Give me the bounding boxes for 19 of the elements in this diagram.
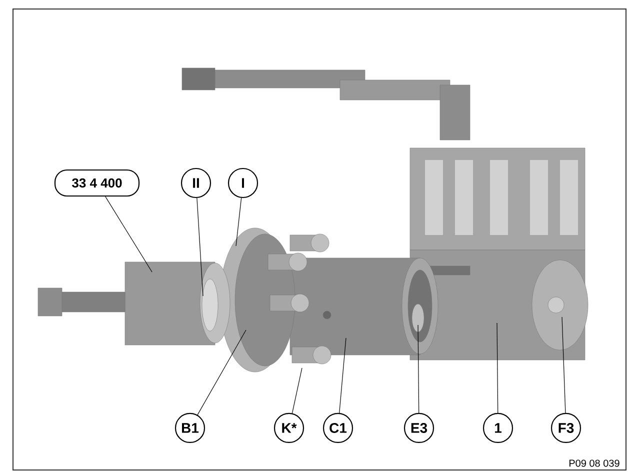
leader-line	[562, 316, 566, 414]
callout-number: E3	[404, 412, 434, 444]
callout-number: II	[180, 168, 212, 198]
callout-number: C1	[322, 412, 354, 444]
leader-line	[236, 198, 242, 246]
callout-number: K*	[274, 412, 304, 444]
leader-line	[292, 368, 302, 414]
leader-line	[196, 198, 204, 296]
leader-line	[418, 324, 420, 414]
figure-code: P09 08 039	[569, 460, 620, 467]
leader-line	[105, 196, 152, 272]
leader-line	[339, 338, 346, 414]
callout-number: 1	[482, 412, 514, 444]
callout-number: B1	[174, 412, 206, 444]
callout-number: I	[228, 168, 258, 198]
callout-label: 33 4 400	[54, 169, 140, 197]
leader-line	[197, 330, 246, 416]
callout-number: F3	[550, 412, 582, 444]
leader-line	[496, 322, 498, 414]
